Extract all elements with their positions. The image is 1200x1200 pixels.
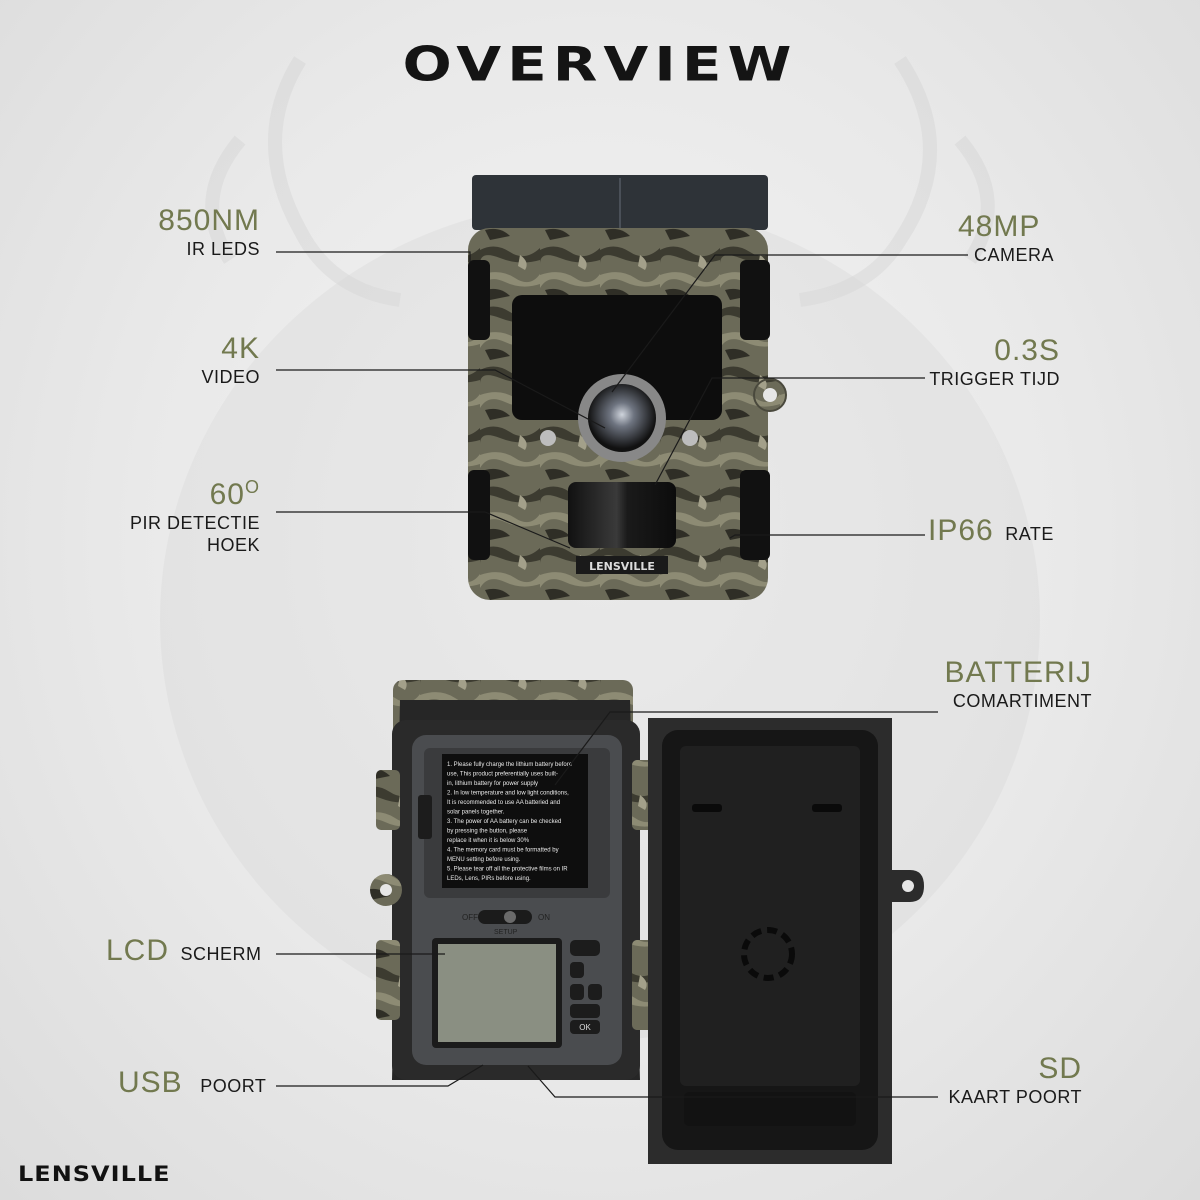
callout-ip-value: IP66 (928, 514, 994, 547)
callout-pir-label-2: HOEK (206, 535, 260, 555)
callout-video-label: VIDEO (201, 367, 260, 387)
callout-usb: USB POORT (118, 1066, 266, 1100)
instruction-line: use, This product preferentially uses bu… (447, 772, 558, 778)
light-sensor (540, 430, 556, 446)
callout-usb-value: USB (118, 1066, 183, 1099)
line-battery (554, 711, 938, 786)
instruction-line: by pressing the button, please (447, 829, 528, 835)
left-button[interactable] (570, 984, 584, 1000)
instruction-line: LEDs, Lens, PIRs before using. (447, 876, 531, 882)
pir-sensor (568, 482, 676, 548)
line-sd (527, 1065, 938, 1098)
callout-lcd: LCD SCHERM (106, 934, 262, 968)
instruction-line: It is recommended to use AA batteried an… (447, 800, 560, 806)
callout-battery-label: COMARTIMENT (952, 691, 1092, 711)
callout-trigger-value: 0.3S (994, 334, 1060, 367)
callout-pir-value: 60 (209, 478, 245, 511)
lcd-screen (438, 944, 556, 1042)
callout-sd: SD KAART POORT (900, 1052, 1082, 1108)
instruction-line: 4. The memory card must be formatted by (447, 848, 559, 854)
callout-pir-label-1: PIR DETECTIE (129, 513, 260, 533)
callout-video: 4K VIDEO (60, 332, 260, 388)
instruction-line: 3. The power of AA battery can be checke… (447, 819, 561, 825)
device-brand-front: LENSVILLE (589, 560, 655, 573)
callout-ir: 850NM IR LEDS (60, 204, 260, 260)
degree-symbol: O (244, 477, 260, 497)
ok-button[interactable] (570, 1020, 600, 1034)
switch-off-label: OFF (462, 913, 478, 922)
speaker-grille (741, 927, 795, 981)
callout-ip-label: RATE (1005, 524, 1054, 544)
instruction-label (442, 754, 588, 888)
callout-sd-value: SD (1038, 1052, 1082, 1085)
callout-ip: IP66 RATE (928, 514, 1054, 548)
instruction-line: replace it when it is below 30% (447, 838, 530, 844)
open-camera: 1. Please fully charge the lithium batte… (370, 680, 924, 1164)
ok-label: OK (579, 1023, 591, 1032)
line-ir (276, 251, 471, 262)
line-camera (611, 254, 968, 393)
control-buttons (570, 940, 602, 1034)
menu-button[interactable] (570, 940, 600, 956)
callout-lcd-label: SCHERM (180, 944, 262, 964)
callout-camera-value: 48MP (958, 210, 1041, 243)
callout-trigger: 0.3S TRIGGER TIJD (900, 334, 1060, 390)
page-title: OVERVIEW (402, 36, 798, 92)
callout-trigger-label: TRIGGER TIJD (929, 369, 1060, 389)
instruction-line: 2. In low temperature and low light cond… (447, 791, 569, 797)
instruction-line: solar panels together. (447, 810, 505, 816)
line-usb (276, 1064, 484, 1087)
up-button[interactable] (570, 962, 584, 978)
callout-video-value: 4K (221, 332, 260, 365)
brand-logo: LENSVILLE (18, 1161, 171, 1187)
line-ip (729, 534, 925, 539)
line-pir (276, 511, 571, 549)
callout-usb-label: POORT (200, 1076, 267, 1096)
front-camera: LENSVILLE (468, 175, 787, 600)
callout-battery: BATTERIJ COMARTIMENT (900, 656, 1092, 712)
callout-pir: 60O PIR DETECTIE HOEK (60, 470, 260, 556)
background-deer (205, 56, 995, 307)
ir-led-panel (512, 295, 722, 420)
line-video (276, 369, 606, 429)
instruction-line: in, lithium battery for power supply (447, 781, 538, 787)
instruction-line: 5. Please tear off all the protective fi… (447, 867, 568, 873)
switch-on-label: ON (538, 913, 550, 922)
callout-lcd-value: LCD (106, 934, 170, 967)
callout-camera: 48MP CAMERA (958, 210, 1054, 266)
light-sensor-2 (682, 430, 698, 446)
camera-lens (588, 384, 656, 452)
line-trigger (654, 377, 925, 486)
instruction-line: MENU setting before using. (447, 857, 521, 863)
callout-ir-value: 850NM (158, 204, 260, 237)
switch-setup-label: SETUP (494, 929, 518, 936)
instruction-line: 1. Please fully charge the lithium batte… (447, 762, 573, 768)
callout-lines (276, 251, 968, 1098)
callout-ir-label: IR LEDS (186, 239, 260, 259)
callout-sd-label: KAART POORT (948, 1087, 1082, 1107)
callout-camera-label: CAMERA (974, 245, 1055, 265)
callout-battery-value: BATTERIJ (944, 656, 1092, 689)
down-button[interactable] (570, 1004, 600, 1018)
right-button[interactable] (588, 984, 602, 1000)
